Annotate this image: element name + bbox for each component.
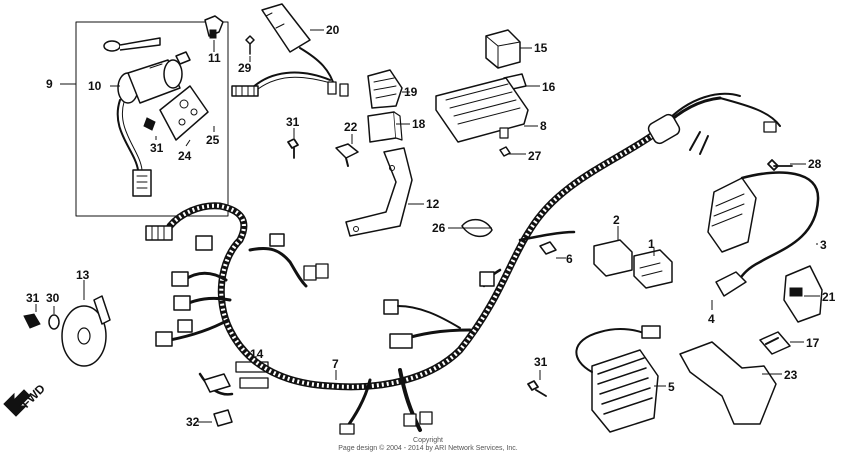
switch-22 xyxy=(335,143,359,167)
screw-31-b xyxy=(527,380,547,397)
connector-1 xyxy=(633,249,673,289)
callout-24: 24 xyxy=(178,149,192,163)
tape-14b xyxy=(239,377,269,389)
callout-6: 6 xyxy=(566,252,573,266)
relay-15 xyxy=(485,29,521,69)
copyright-line-2: Page design © 2004 - 2014 by ARI Network… xyxy=(338,445,518,452)
callout-21: 21 xyxy=(822,290,836,304)
key-cylinder-cap xyxy=(204,15,224,39)
callout-5: 5 xyxy=(668,380,675,394)
main-harness xyxy=(145,92,781,435)
ignition-group-frame xyxy=(75,21,229,217)
screw-28 xyxy=(767,159,793,171)
callout-14: 14 xyxy=(250,347,264,361)
copyright-line-1: Copyright xyxy=(413,437,443,444)
callout-23: 23 xyxy=(784,368,798,382)
flasher-relay xyxy=(231,3,349,97)
callout-2: 2 xyxy=(613,213,620,227)
callout-32: 32 xyxy=(186,415,200,429)
callout-7: 7 xyxy=(332,357,339,371)
callout-13: 13 xyxy=(76,268,90,282)
callout-20: 20 xyxy=(326,23,340,37)
callout-18: 18 xyxy=(412,117,426,131)
callout-4: 4 xyxy=(708,312,715,326)
callout-15: 15 xyxy=(534,41,548,55)
screw-31-a xyxy=(287,138,299,159)
callout-27: 27 xyxy=(528,149,542,163)
ignition-coil xyxy=(707,171,820,297)
relay-18 xyxy=(367,111,403,143)
callout-10: 10 xyxy=(88,79,102,93)
regulator-rectifier xyxy=(575,325,661,433)
callout-26: 26 xyxy=(432,221,446,235)
callout-3: 3 xyxy=(820,238,827,252)
callout-8: 8 xyxy=(540,119,547,133)
clip-32 xyxy=(213,409,233,427)
screw-31-box xyxy=(143,117,156,131)
callout-17: 17 xyxy=(806,336,820,350)
unit-17 xyxy=(759,331,791,355)
bolt-27 xyxy=(499,146,511,157)
connector-2 xyxy=(593,239,633,277)
callout-11: 11 xyxy=(208,51,221,65)
bolt-31-horn xyxy=(23,313,41,329)
callout-16: 16 xyxy=(542,80,556,94)
callout-28: 28 xyxy=(808,157,822,171)
callout-30: 30 xyxy=(46,291,60,305)
horn xyxy=(61,295,111,367)
callout-1: 1 xyxy=(648,237,655,251)
cover-23 xyxy=(679,341,777,425)
fwd-arrow: FWD xyxy=(3,381,48,417)
callout-31-c: 31 xyxy=(26,291,40,305)
callout-31-d: 31 xyxy=(534,355,548,369)
washer-30 xyxy=(48,314,60,330)
ignition-key xyxy=(103,37,191,65)
callout-12: 12 xyxy=(426,197,440,211)
copyright-notice: Copyright Page design © 2004 - 2014 by A… xyxy=(328,437,528,453)
fwd-label: FWD xyxy=(19,381,48,410)
screw-29 xyxy=(245,35,255,55)
unit-21 xyxy=(783,265,823,323)
callout-25: 25 xyxy=(206,133,220,147)
callout-29: 29 xyxy=(238,61,252,75)
callout-31-b: 31 xyxy=(150,141,164,155)
connector-19 xyxy=(367,69,403,109)
part-6 xyxy=(539,241,557,255)
switch-bracket xyxy=(159,85,209,141)
callout-31-a: 31 xyxy=(286,115,300,129)
callout-9: 9 xyxy=(46,77,53,91)
bracket-12 xyxy=(345,147,413,237)
callout-19: 19 xyxy=(404,85,418,99)
ignition-switch xyxy=(116,59,183,197)
callout-22: 22 xyxy=(344,120,358,134)
leader-lines xyxy=(35,29,820,423)
callouts: 1 2 3 4 5 6 7 8 9 10 11 12 13 14 15 16 1… xyxy=(26,23,836,429)
control-unit-8 xyxy=(435,77,529,143)
